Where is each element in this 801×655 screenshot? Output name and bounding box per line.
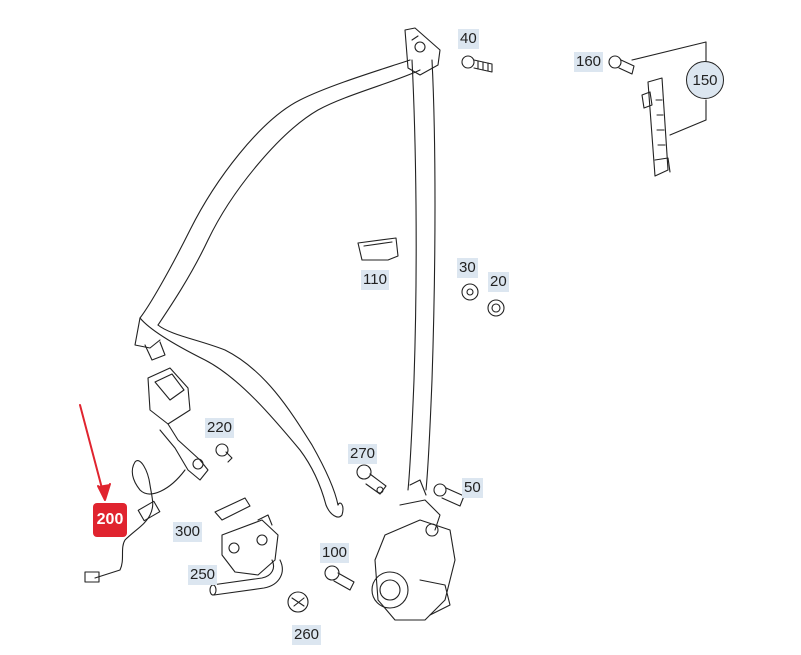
sensor-cable [84,460,186,583]
bolt-260 [287,591,309,613]
part-label-100[interactable]: 100 [320,543,350,563]
bolt-40 [461,55,493,73]
part-label-160[interactable]: 160 [574,52,604,72]
highlighted-part-200[interactable]: 200 [93,503,127,537]
washer-30 [461,283,479,301]
part-label-30[interactable]: 30 [457,258,478,278]
part-label-260[interactable]: 260 [292,625,322,645]
part-label-250[interactable]: 250 [188,565,218,585]
part-label-220[interactable]: 220 [205,418,235,438]
bracket-300 [214,497,279,576]
part-label-40[interactable]: 40 [458,29,479,49]
bolt-220 [215,443,233,463]
buckle-assembly [147,367,209,481]
part-label-270[interactable]: 270 [348,444,378,464]
belt-webbing [134,27,441,518]
clip-110 [357,237,399,261]
bolt-270 [356,464,387,495]
bolt-100 [324,565,355,591]
bolt-50 [433,483,465,507]
nut-20 [487,299,505,317]
part-label-50[interactable]: 50 [462,478,483,498]
retractor-assembly [371,479,456,621]
part-label-300[interactable]: 300 [173,522,203,542]
tube-250 [209,559,283,596]
height-adjuster-150 [631,41,707,177]
part-label-110[interactable]: 110 [361,270,389,290]
bolt-160 [608,55,635,75]
callout-arrow [79,404,111,501]
part-label-20[interactable]: 20 [488,272,509,292]
part-label-150[interactable]: 150 [686,61,724,99]
